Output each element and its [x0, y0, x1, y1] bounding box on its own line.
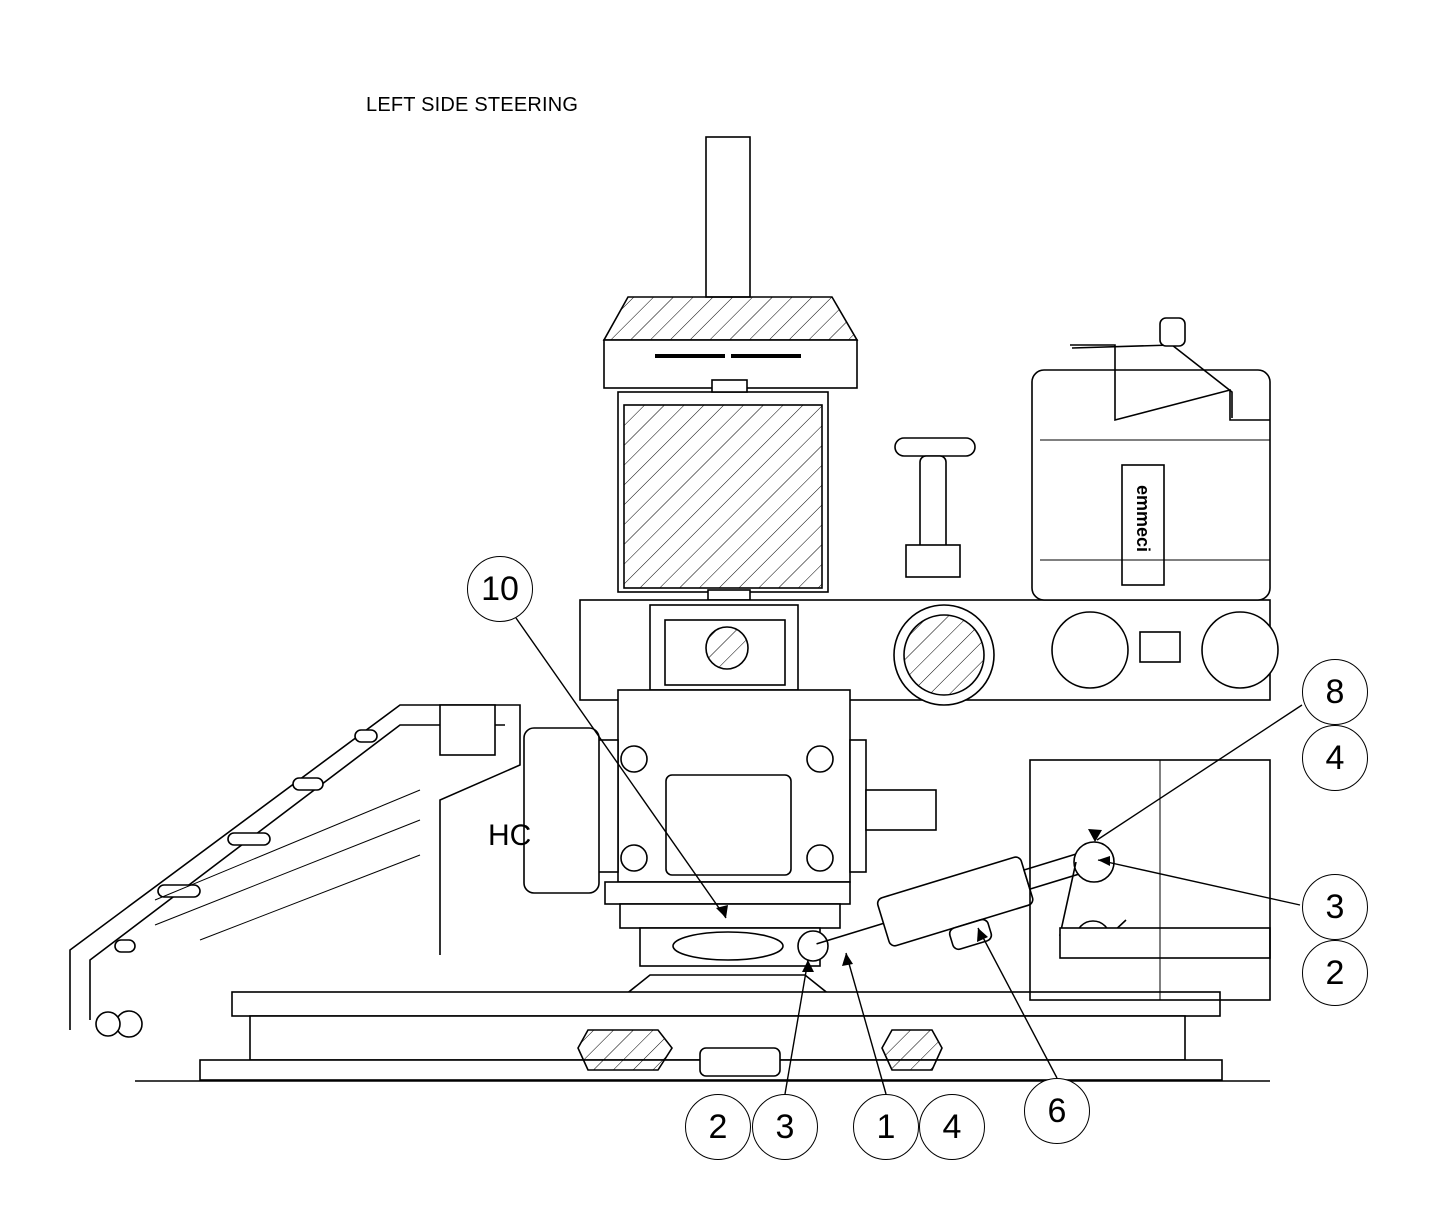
exhaust-stack	[705, 136, 751, 298]
ramp-rungs	[114, 729, 378, 953]
right-guard	[1071, 344, 1233, 418]
mounting-plate	[604, 881, 851, 905]
gearbox-bolt	[806, 844, 834, 872]
brand-plate-text: emmeci	[1133, 485, 1153, 552]
callout-8: 8	[1302, 659, 1368, 725]
callout-2-right: 2	[1302, 940, 1368, 1006]
drive-wheel-left	[577, 1029, 673, 1071]
steering-pivot	[1073, 841, 1115, 883]
rail-opening-1	[1051, 611, 1129, 689]
leader-lines	[515, 617, 1303, 1095]
gearbox-bolt	[620, 844, 648, 872]
leader-arrowheads	[716, 829, 1110, 972]
callout-4-bottom: 4	[919, 1094, 985, 1160]
gearbox-bolt	[806, 745, 834, 773]
hydraulic-motor	[523, 727, 600, 894]
control-handle-grip[interactable]	[894, 437, 976, 457]
shaft-section	[705, 626, 749, 670]
engine-hood	[602, 296, 859, 341]
callout-6: 6	[1024, 1078, 1090, 1144]
left-ramp-frame	[69, 704, 521, 1030]
callout-10: 10	[467, 556, 533, 622]
callout-4-right: 4	[1302, 725, 1368, 791]
rail-opening-2	[1201, 611, 1279, 689]
callout-3-bottom: 3	[752, 1094, 818, 1160]
hex-nut	[797, 930, 829, 962]
callout-3-right: 3	[1302, 874, 1368, 940]
drive-wheel-right	[881, 1029, 943, 1071]
gearbox-bolt	[620, 745, 648, 773]
callout-2-bottom: 2	[685, 1094, 751, 1160]
frame-marking: HC	[488, 819, 531, 852]
callout-1: 1	[853, 1094, 919, 1160]
round-tube-section	[903, 614, 985, 696]
slew-ring	[672, 931, 784, 961]
brand-plate	[1121, 464, 1165, 586]
drawing-title: LEFT SIDE STEERING	[366, 94, 579, 116]
lower-deck-beam	[231, 991, 1221, 1017]
